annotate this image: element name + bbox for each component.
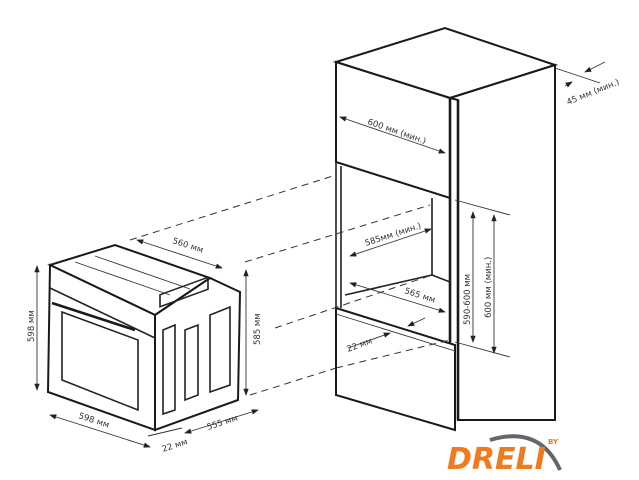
- oven-door-glass: [61, 310, 139, 412]
- cabinet-bottom-front: [335, 306, 456, 432]
- oven-width-label: 598 мм: [77, 411, 110, 430]
- niche-height-label: 590-600 мм: [463, 274, 473, 325]
- oven-body-height-label: 585 мм: [253, 313, 263, 345]
- oven-front-thickness-label: 22 мм: [161, 437, 189, 455]
- oven: [46, 243, 242, 432]
- floor-depth-label: 565 мм: [403, 286, 436, 305]
- logo-by: BY: [548, 438, 559, 446]
- oven-height-label: 598 мм: [27, 310, 37, 342]
- logo-text: DRELI: [447, 442, 546, 477]
- cabinet: [332, 26, 559, 432]
- min-height-label: 600 мм (мин.): [484, 257, 494, 318]
- oven-body-depth-label: 555 мм: [206, 414, 239, 433]
- back-gap-label: 45 мм (мин.): [565, 78, 621, 108]
- dreli-logo: DRELI BY: [447, 434, 562, 477]
